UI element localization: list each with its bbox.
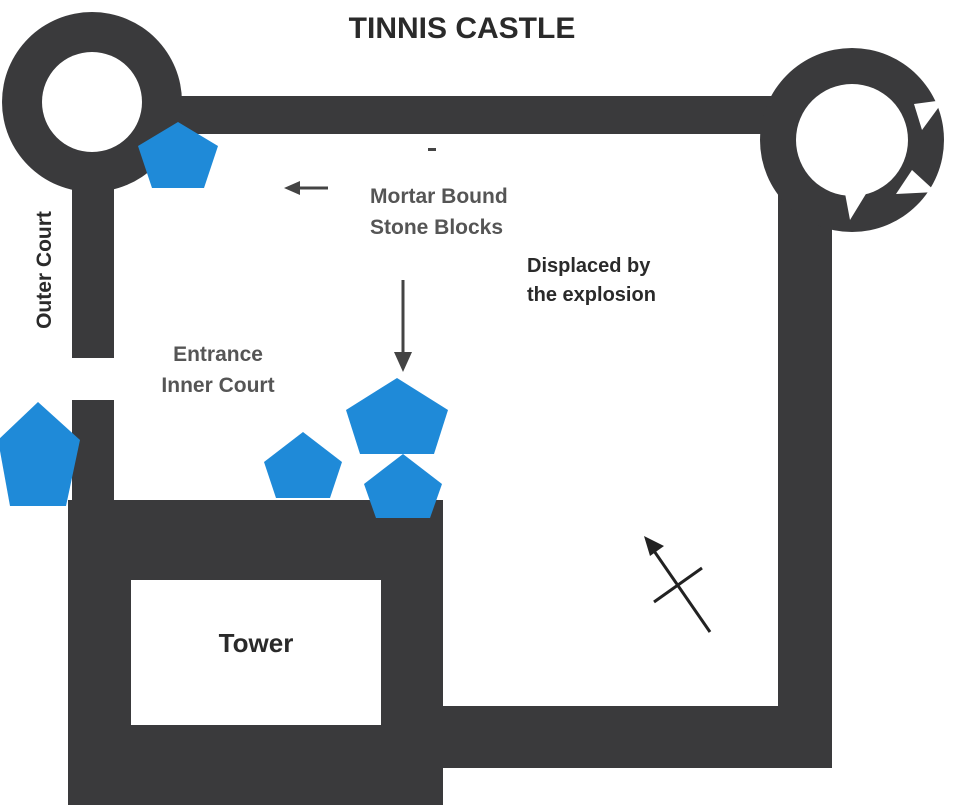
stone-block [264, 432, 342, 498]
tower-label: Tower [219, 628, 294, 658]
diagram-title: TINNIS CASTLE [349, 12, 576, 45]
top-wall [100, 96, 800, 134]
speck [428, 148, 436, 151]
entrance-label-line2: Inner Court [161, 374, 274, 397]
stone-block [364, 454, 442, 518]
down-pointer-arrow [394, 280, 412, 372]
tower-damage-notch [896, 170, 936, 194]
left-wall-lower [72, 400, 114, 510]
stone-block [138, 122, 218, 188]
mortar-label-line2: Stone Blocks [370, 216, 503, 239]
tower-damage-notch [844, 184, 872, 220]
impact-marker-icon [644, 536, 712, 633]
displaced-label-line2: the explosion [527, 284, 656, 306]
displaced-label-line1: Displaced by [527, 255, 651, 277]
mortar-bound-stone-blocks [0, 122, 448, 518]
left-pointer-arrow [284, 181, 328, 195]
round-tower-top-left [2, 12, 182, 192]
round-tower-top-right [760, 48, 944, 232]
tower-damage-notch [914, 100, 944, 130]
tower-room [131, 580, 381, 725]
bottom-wall [420, 706, 832, 768]
stone-block [346, 378, 448, 454]
mortar-label-line1: Mortar Bound [370, 185, 508, 208]
stone-block [0, 402, 80, 506]
entrance-label-line1: Entrance [173, 343, 263, 366]
outer-court-label: Outer Court [33, 211, 56, 329]
